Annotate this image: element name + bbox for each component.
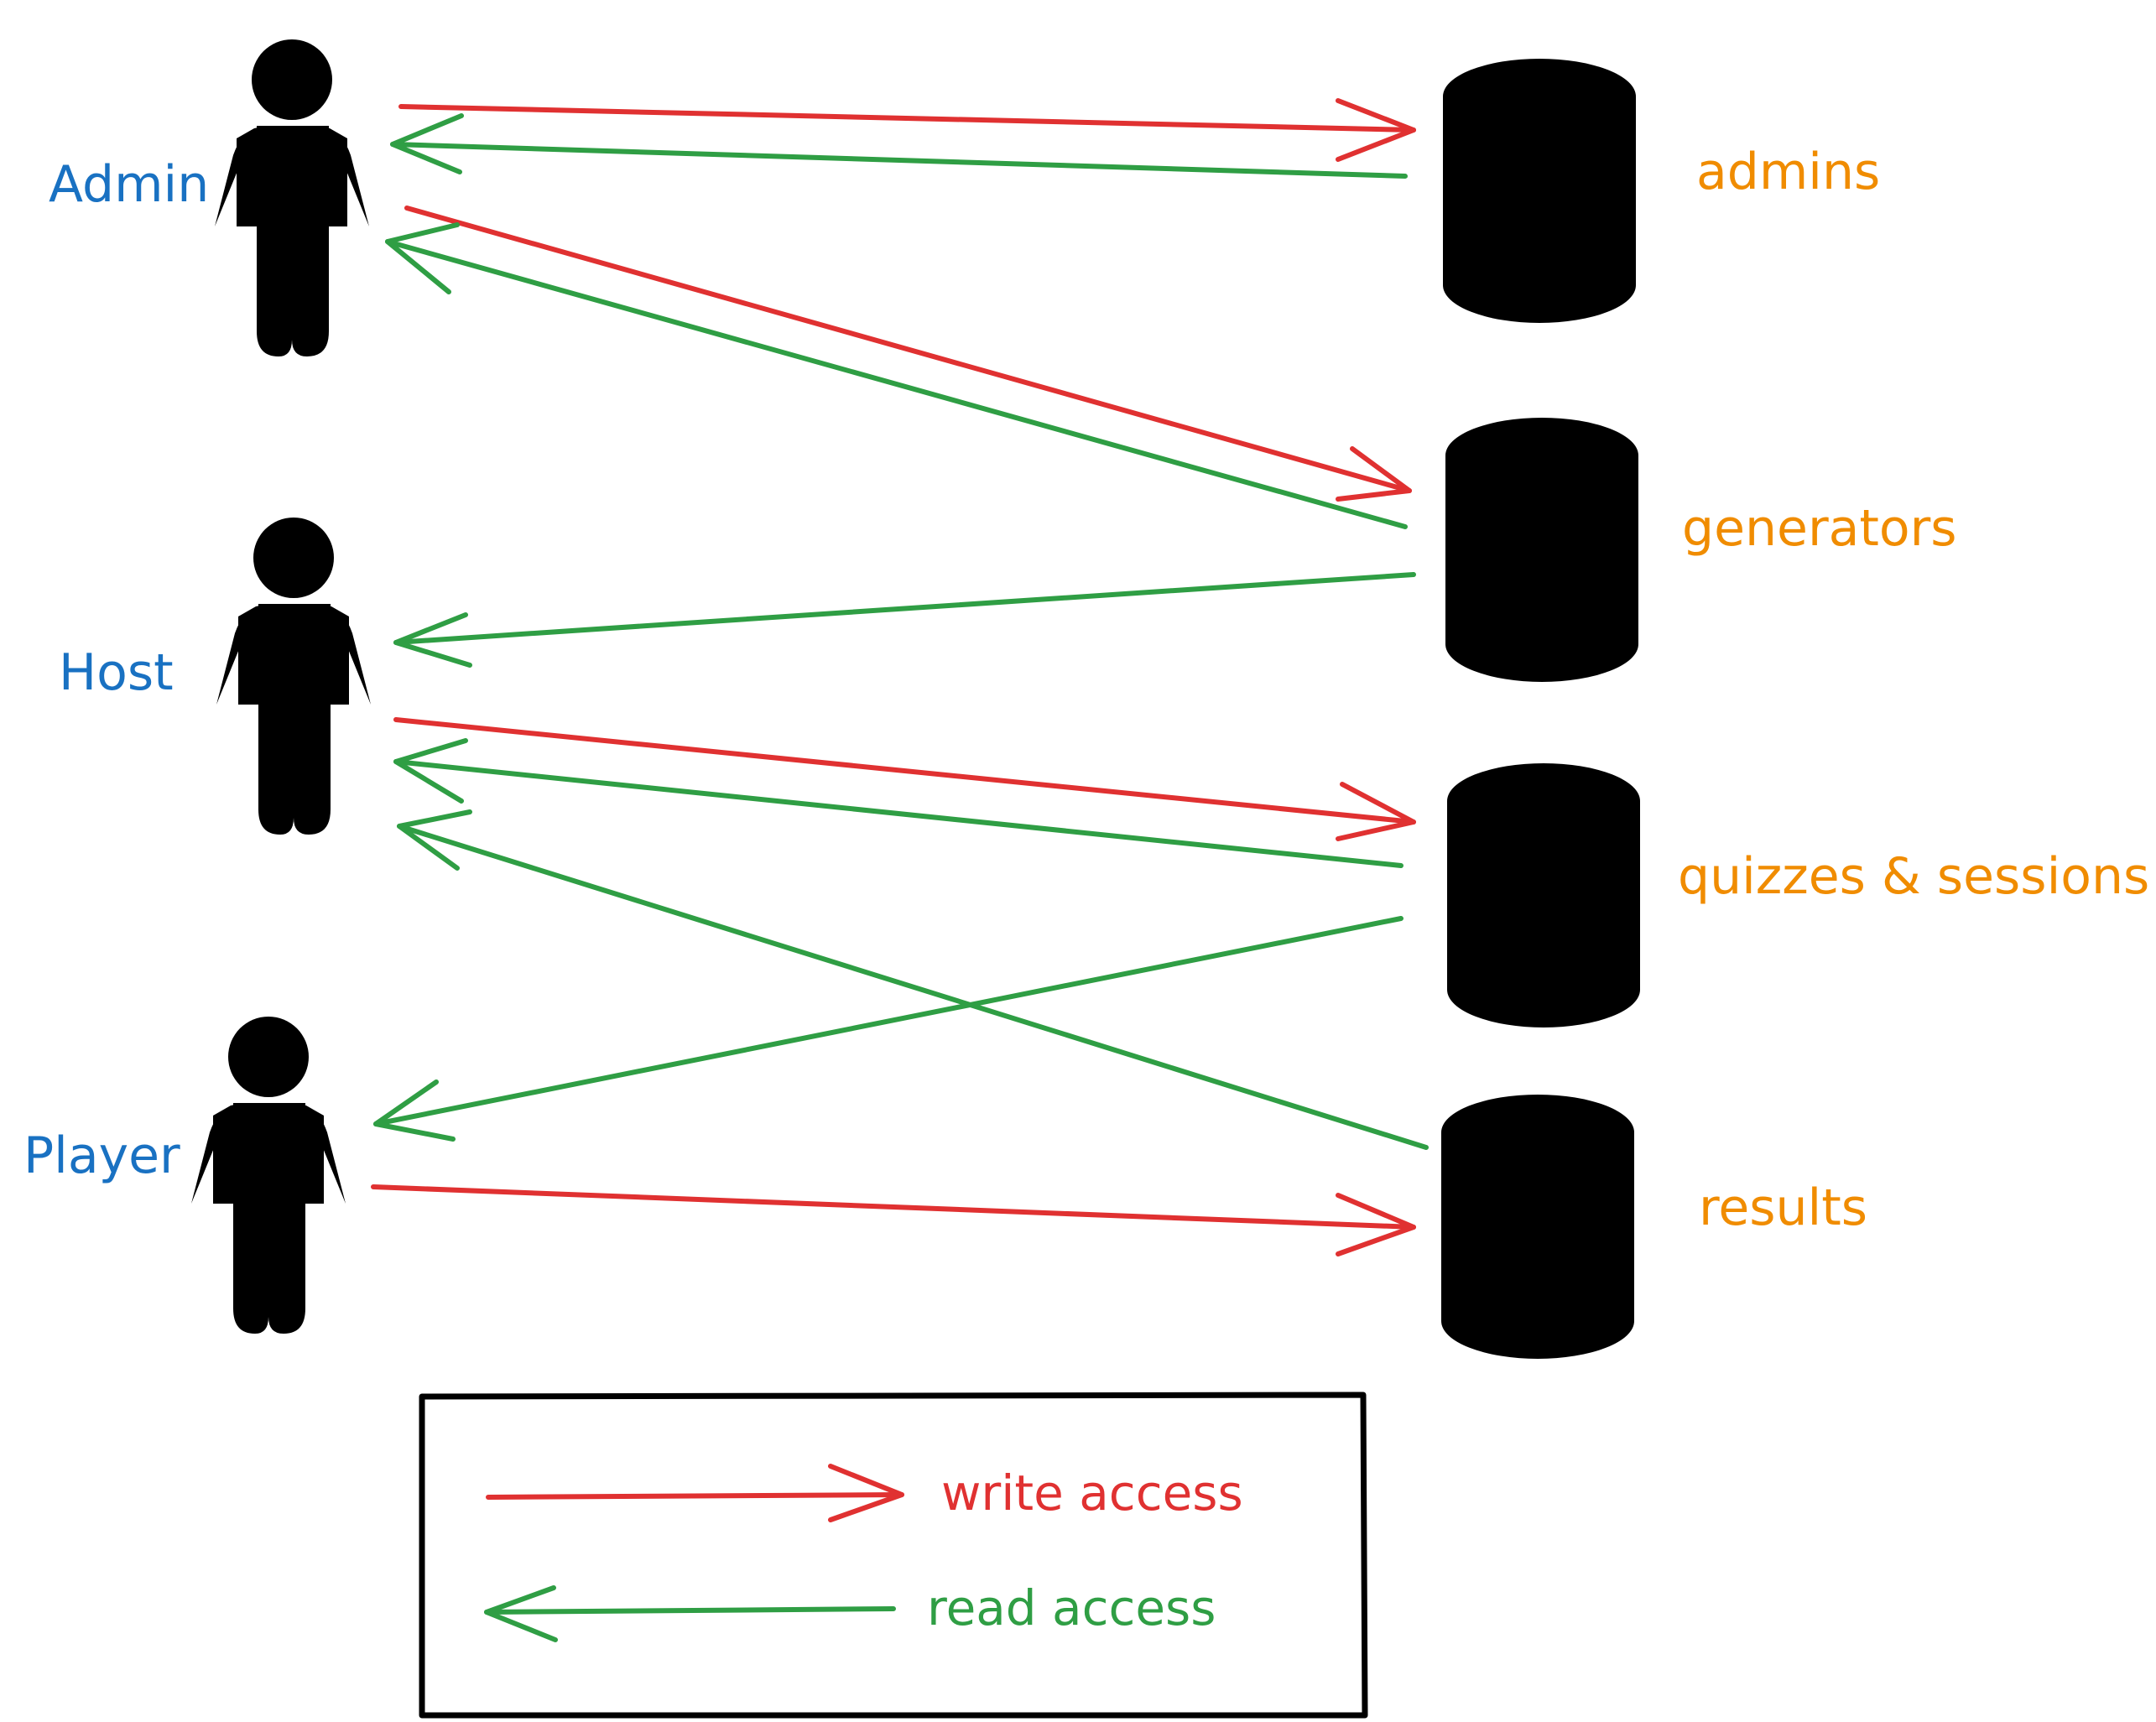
edge-player-quizzes-read — [373, 916, 1403, 1142]
db-generators: generators — [1445, 418, 1957, 682]
database-icon — [1443, 59, 1636, 323]
db-label-generators: generators — [1682, 499, 1957, 558]
actor-player: Player — [23, 1017, 346, 1334]
stick-figure-icon — [191, 1017, 346, 1334]
actor-admin: Admin — [49, 39, 369, 356]
database-icon — [1445, 418, 1638, 682]
actor-label-admin: Admin — [49, 155, 209, 214]
legend-box — [419, 1392, 1368, 1719]
edge-admin-admins-write — [398, 98, 1416, 162]
legend-write-arrow — [486, 1464, 904, 1522]
database-icon — [1447, 763, 1640, 1027]
legend-read-arrow — [484, 1585, 896, 1642]
stick-figure-icon — [215, 39, 369, 356]
db-admins: admins — [1443, 59, 1880, 323]
stick-figure-icon — [216, 518, 371, 835]
edge-host-quizzes-write — [393, 717, 1416, 841]
actor-label-host: Host — [59, 643, 174, 702]
edge-host-quizzes-read — [393, 738, 1403, 868]
legend-read-label: read access — [927, 1579, 1216, 1636]
db-label-results: results — [1699, 1178, 1867, 1237]
actor-label-player: Player — [23, 1126, 180, 1185]
actor-host: Host — [59, 518, 371, 835]
db-label-quizzes: quizzes & sessions — [1678, 847, 2149, 906]
edge-admin-admins-read — [390, 113, 1408, 179]
edge-host-results-read — [397, 809, 1429, 1150]
db-results: results — [1441, 1095, 1867, 1359]
legend-write-label: write access — [941, 1464, 1243, 1522]
edge-player-results-write — [371, 1184, 1416, 1256]
edge-admin-generators-read — [385, 222, 1408, 529]
database-icon — [1441, 1095, 1634, 1359]
legend: write access read access — [419, 1392, 1368, 1719]
db-quizzes: quizzes & sessions — [1447, 763, 2149, 1027]
db-label-admins: admins — [1696, 143, 1880, 201]
edge-host-generators-read — [393, 572, 1416, 668]
edges-layer — [371, 98, 1429, 1256]
edge-admin-generators-write — [404, 205, 1412, 502]
